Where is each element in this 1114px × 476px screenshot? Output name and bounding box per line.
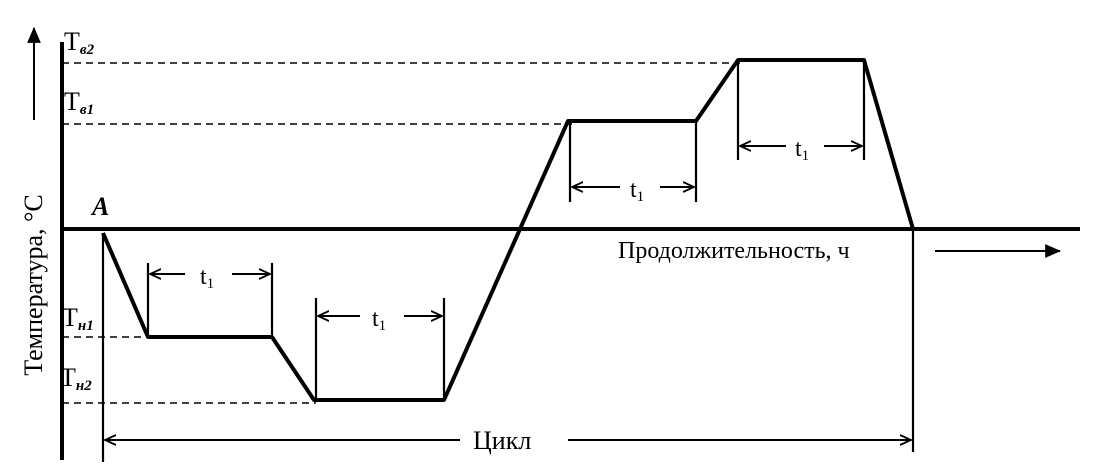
t1-label-te2: t1 <box>795 136 809 164</box>
level-label-te1: Tв1 <box>64 87 94 118</box>
y-axis-label: Температура, °С <box>19 194 48 376</box>
t1-label-te1: t1 <box>630 177 644 205</box>
x-axis-label: Продолжительность, ч <box>618 238 850 264</box>
cycle-label: Цикл <box>473 426 531 455</box>
temperature-profile <box>101 58 915 402</box>
level-label-ta2: Tн2 <box>60 363 92 394</box>
point-a-label: A <box>90 192 109 221</box>
level-label-ta1: Tн1 <box>62 303 94 334</box>
t1-label-ta2: t1 <box>372 306 386 334</box>
t1-label-ta1: t1 <box>200 264 214 292</box>
level-label-te2: Tв2 <box>64 27 95 58</box>
